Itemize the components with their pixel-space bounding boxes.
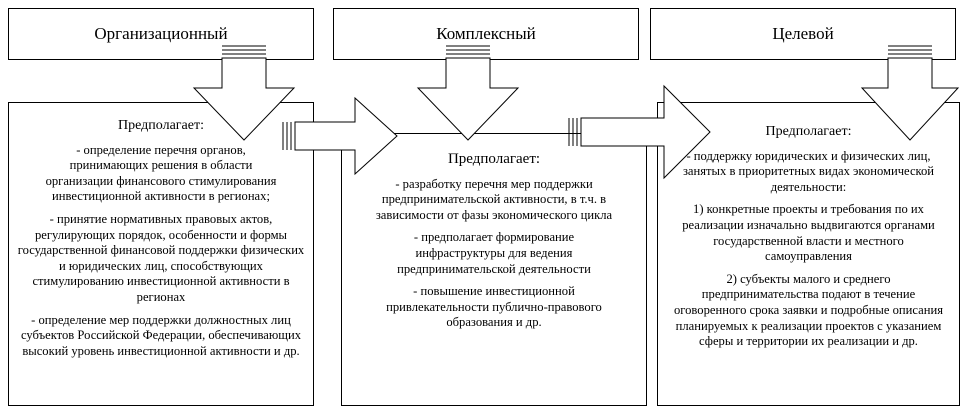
item-target-3: 2) субъекты малого и среднего предприним… xyxy=(673,271,943,349)
header-organizational-label: Организационный xyxy=(94,24,228,43)
item-organizational-2: - принятие нормативных правовых актов, р… xyxy=(17,211,305,304)
down-arrow-icon-complex xyxy=(416,45,520,141)
right-arrow-icon-2 xyxy=(568,84,711,180)
header-target-label: Целевой xyxy=(772,24,834,43)
text-complex: Предполагает: - разработку перечня мер п… xyxy=(347,151,641,338)
header-complex-label: Комплексный xyxy=(436,24,536,43)
item-organizational-1: - определение перечня органов, принимающ… xyxy=(45,142,277,204)
header-target: Целевой xyxy=(650,8,956,60)
item-organizational-3: - определение мер поддержки должностных … xyxy=(20,312,302,358)
down-arrow-icon-target xyxy=(860,45,960,141)
text-organizational: Предполагает: - определение перечня орга… xyxy=(14,118,308,366)
lead-organizational: Предполагает: xyxy=(118,118,204,133)
content-box-complex xyxy=(341,133,647,406)
header-organizational: Организационный xyxy=(8,8,314,60)
item-target-2: 1) конкретные проекты и требования по их… xyxy=(682,202,935,264)
down-arrow-icon-organizational xyxy=(192,45,296,141)
right-arrow-icon-1 xyxy=(282,96,398,176)
item-complex-1: - разработку перечня мер поддержки предп… xyxy=(375,176,613,222)
item-target-1: - поддержку юридических и физических лиц… xyxy=(682,148,935,194)
content-box-organizational xyxy=(8,102,314,406)
item-complex-3: - повышение инвестиционной привлекательн… xyxy=(386,284,602,330)
text-target: Предполагает: - поддержку юридических и … xyxy=(663,124,954,357)
lead-target: Предполагает: xyxy=(765,124,852,139)
item-complex-2: - предполагает формирование инфраструкту… xyxy=(397,230,591,276)
lead-complex: Предполагает: xyxy=(447,151,541,167)
content-box-target xyxy=(657,102,960,406)
